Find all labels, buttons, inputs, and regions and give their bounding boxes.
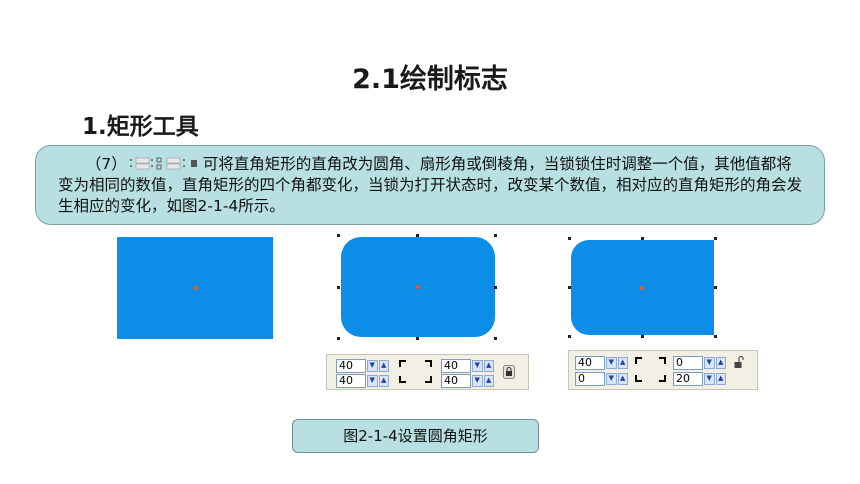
selection-handle[interactable] [494,234,497,237]
bottom-left-roundness-input[interactable]: 40 [336,374,366,388]
spin-up-icon[interactable]: ▲ [483,375,494,387]
paragraph-text: 可将直角矩形的直角改为圆角、扇形角或倒棱角，当锁锁住时调整一个值，其他值都将变为… [58,155,803,215]
selection-handle[interactable] [416,234,419,237]
corner-top-left-icon [399,360,406,367]
spin-down-icon[interactable]: ▼ [704,357,715,369]
spin-down-icon[interactable]: ▼ [704,373,715,385]
top-left-spinner[interactable]: ▼▲ [367,360,389,372]
description-callout: （7） 可将直角矩形的直角改为圆角、扇形角或倒棱角，当锁锁住时调整一个值，其他值… [35,145,825,225]
top-right-spinner[interactable]: ▼▲ [472,360,494,372]
center-mark [193,286,197,290]
spin-down-icon[interactable]: ▼ [367,360,378,372]
center-mark [640,286,644,290]
corner-top-right-icon [659,357,666,364]
center-mark [416,285,420,289]
bottom-right-roundness-input[interactable]: 20 [673,372,703,386]
selection-handle[interactable] [714,335,717,338]
top-left-roundness-input[interactable]: 40 [336,359,366,373]
top-left-roundness-input[interactable]: 40 [575,356,605,370]
selection-handle[interactable] [714,237,717,240]
lock-closed-icon[interactable] [503,365,515,379]
lock-open-icon[interactable] [733,355,745,369]
bottom-right-spinner[interactable]: ▼▲ [704,373,726,385]
corner-bottom-left-icon [399,376,406,383]
corner-toolbar-icons [129,157,197,170]
bottom-right-spinner[interactable]: ▼▲ [472,375,494,387]
selection-handle[interactable] [568,335,571,338]
section-heading: 1.矩形工具 [82,114,199,140]
spin-up-icon[interactable]: ▲ [715,357,726,369]
slide-title: 2.1绘制标志 [352,64,508,95]
selection-handle[interactable] [641,237,644,240]
corner-bottom-right-icon [659,375,666,382]
corner-top-right-icon [425,360,432,367]
spin-up-icon[interactable]: ▲ [617,357,628,369]
spin-down-icon[interactable]: ▼ [606,357,617,369]
top-right-spinner[interactable]: ▼▲ [704,357,726,369]
corner-roundness-panel-unlocked: 40 ▼▲ 0 ▼▲ 0 ▼▲ 20 ▼▲ [568,350,758,390]
corner-bottom-left-icon [635,375,642,382]
figure-caption: 图2-1-4设置圆角矩形 [292,419,539,453]
bottom-left-spinner[interactable]: ▼▲ [606,373,628,385]
spin-up-icon[interactable]: ▲ [483,360,494,372]
bottom-right-roundness-input[interactable]: 40 [441,374,471,388]
bottom-left-spinner[interactable]: ▼▲ [367,375,389,387]
spin-down-icon[interactable]: ▼ [472,360,483,372]
selection-handle[interactable] [568,286,571,289]
top-right-roundness-input[interactable]: 0 [673,356,703,370]
spin-down-icon[interactable]: ▼ [472,375,483,387]
selection-handle[interactable] [714,286,717,289]
spin-up-icon[interactable]: ▲ [715,373,726,385]
corner-roundness-panel-locked: 40 ▼▲ 40 ▼▲ 40 ▼▲ 40 ▼▲ [326,354,529,390]
selection-handle[interactable] [337,337,340,340]
selection-handle[interactable] [568,237,571,240]
selection-handle[interactable] [337,234,340,237]
paragraph-prefix: （7） [85,155,127,173]
bottom-left-roundness-input[interactable]: 0 [575,372,605,386]
spin-down-icon[interactable]: ▼ [367,375,378,387]
top-right-roundness-input[interactable]: 40 [441,359,471,373]
corner-bottom-right-icon [425,376,432,383]
selection-handle[interactable] [641,335,644,338]
selection-handle[interactable] [494,286,497,289]
spin-up-icon[interactable]: ▲ [378,360,389,372]
selection-handle[interactable] [337,286,340,289]
corner-top-left-icon [635,357,642,364]
spin-down-icon[interactable]: ▼ [606,373,617,385]
top-left-spinner[interactable]: ▼▲ [606,357,628,369]
selection-handle[interactable] [494,337,497,340]
selection-handle[interactable] [416,337,419,340]
spin-up-icon[interactable]: ▲ [378,375,389,387]
spin-up-icon[interactable]: ▲ [617,373,628,385]
